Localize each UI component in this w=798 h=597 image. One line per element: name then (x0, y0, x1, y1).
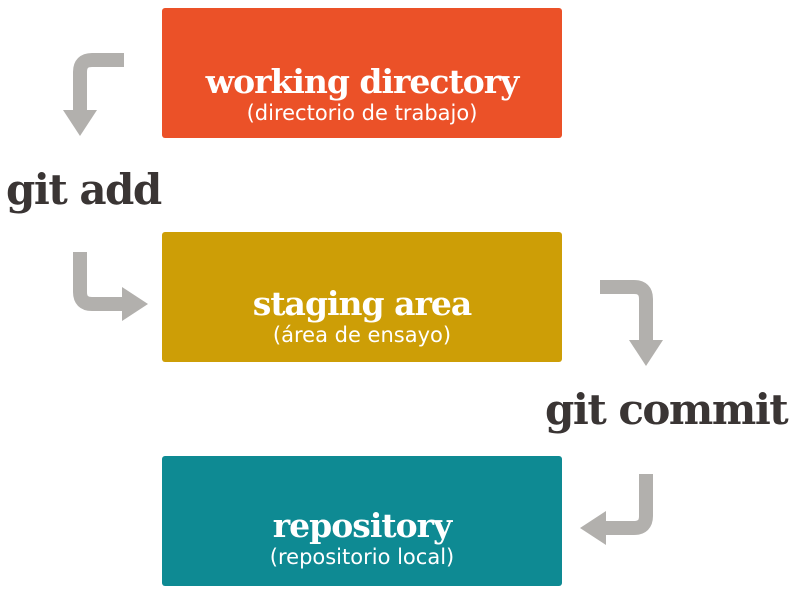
git-add-label: git add (6, 165, 162, 214)
arrow-right-icon (73, 252, 148, 321)
staging-area-subtitle: (área de ensayo) (272, 323, 452, 347)
working-directory-subtitle: (directorio de trabajo) (246, 101, 478, 125)
staging-area-title: staging area (252, 284, 473, 323)
working-directory-box: working directory (directorio de trabajo… (162, 8, 562, 138)
repository-subtitle: (repositorio local) (269, 545, 455, 569)
git-commit-label: git commit (545, 385, 789, 434)
arrow-left-icon (580, 474, 653, 545)
repository-box: repository (repositorio local) (162, 456, 562, 586)
arrow-down-icon (600, 280, 663, 366)
repository-title: repository (272, 506, 452, 545)
working-directory-title: working directory (205, 62, 520, 101)
staging-area-box: staging area (área de ensayo) (162, 232, 562, 362)
arrow-down-icon (63, 53, 124, 136)
